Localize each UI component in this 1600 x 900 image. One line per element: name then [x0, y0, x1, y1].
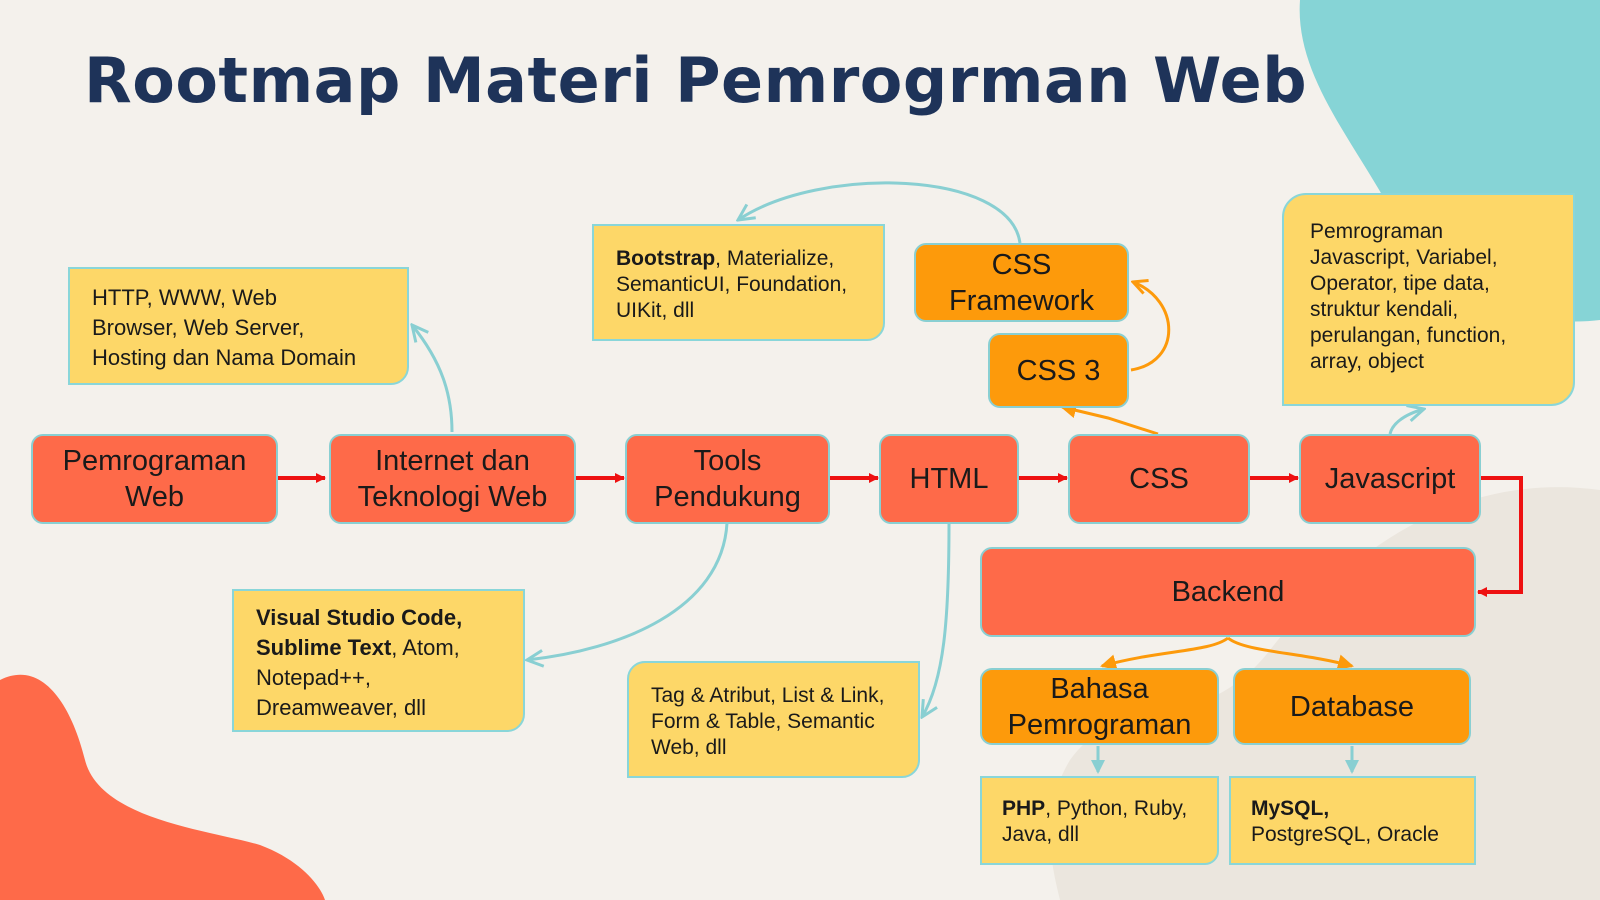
note-line: , Atom,	[391, 635, 460, 660]
note-bahasa-pemrograman: PHP, Python, Ruby, Java, dll	[980, 776, 1219, 865]
note-line: Operator, tipe data,	[1310, 272, 1490, 295]
arrow-tools-note	[527, 522, 729, 660]
note-javascript: Pemrograman Javascript, Variabel, Operat…	[1282, 193, 1575, 406]
node-label: Teknologi Web	[357, 481, 548, 513]
arrow-css3-framework	[1131, 282, 1171, 372]
note-css-framework: Bootstrap, Materialize, SemanticUI, Foun…	[592, 224, 885, 341]
note-line: UIKit, dll	[616, 299, 695, 322]
note-database: MySQL, PostgreSQL, Oracle	[1229, 776, 1476, 865]
note-line: Hosting dan Nama Domain	[92, 345, 357, 370]
node-label: Tools	[693, 445, 762, 477]
node-label: Pemrograman	[1007, 708, 1192, 741]
page-title: Rootmap Materi Pemrogrman Web	[84, 44, 1308, 117]
note-line: perulangan, function,	[1310, 324, 1507, 347]
note-html: Tag & Atribut, List & Link, Form & Table…	[627, 661, 920, 778]
note-line: PostgreSQL, Oracle	[1251, 823, 1439, 846]
note-tools: Visual Studio Code, Sublime Text, Atom, …	[232, 589, 525, 732]
note-line: SemanticUI, Foundation,	[616, 273, 848, 296]
node-label: Database	[1289, 690, 1415, 723]
note-line: Pemrograman	[1310, 220, 1444, 243]
node-label: CSS	[1129, 463, 1189, 495]
arrow-javascript-backend	[1477, 476, 1523, 597]
node-label: Pendukung	[654, 481, 801, 513]
arrow-html-note	[922, 522, 951, 717]
node-html: HTML	[879, 434, 1019, 524]
arrow-backend-bahasa	[1100, 636, 1229, 670]
note-line: Web, dll	[651, 736, 727, 759]
node-label: Web	[124, 481, 185, 513]
note-bold: MySQL,	[1251, 797, 1330, 820]
note-line: Notepad++,	[256, 665, 371, 690]
node-label: HTML	[909, 463, 989, 495]
note-line: Javascript, Variabel,	[1310, 246, 1498, 269]
note-bold: Visual Studio Code,	[256, 605, 463, 630]
arrow-internet-note	[412, 325, 454, 433]
node-label: CSS 3	[1016, 354, 1101, 387]
arrow-backend-database	[1227, 636, 1354, 671]
arrow-css-css3	[1060, 402, 1159, 436]
note-line: Browser, Web Server,	[92, 315, 305, 340]
note-line: , Materialize,	[715, 247, 835, 270]
node-label: Framework	[948, 284, 1094, 317]
node-css: CSS	[1068, 434, 1250, 524]
node-label: Pemrograman	[62, 445, 247, 477]
node-css3: CSS 3	[988, 333, 1129, 408]
arrow-framework-note	[738, 181, 1022, 244]
note-bold: PHP	[1002, 797, 1046, 820]
node-javascript: Javascript	[1299, 434, 1481, 524]
node-label: Internet dan	[375, 445, 530, 477]
arrow-javascript-note	[1388, 409, 1424, 435]
note-bold: Bootstrap	[616, 247, 716, 270]
note-line: Java, dll	[1002, 823, 1080, 846]
note-line: array, object	[1310, 350, 1424, 373]
node-label: Backend	[1171, 576, 1285, 608]
note-line: Tag & Atribut, List & Link,	[651, 684, 885, 707]
node-label: Bahasa	[1050, 672, 1149, 705]
node-database: Database	[1233, 668, 1471, 745]
note-internet: HTTP, WWW, Web Browser, Web Server, Host…	[68, 267, 409, 385]
node-label: CSS	[991, 248, 1052, 281]
note-line: HTTP, WWW, Web	[92, 285, 277, 310]
note-bold: Sublime Text	[256, 635, 392, 660]
note-line: , Python, Ruby,	[1045, 797, 1188, 820]
node-label: Javascript	[1324, 463, 1456, 495]
note-line: Dreamweaver, dll	[256, 695, 426, 720]
coral-blob	[0, 674, 325, 900]
node-backend: Backend	[980, 547, 1476, 637]
note-line: struktur kendali,	[1310, 298, 1459, 321]
note-line: Form & Table, Semantic	[651, 710, 875, 733]
